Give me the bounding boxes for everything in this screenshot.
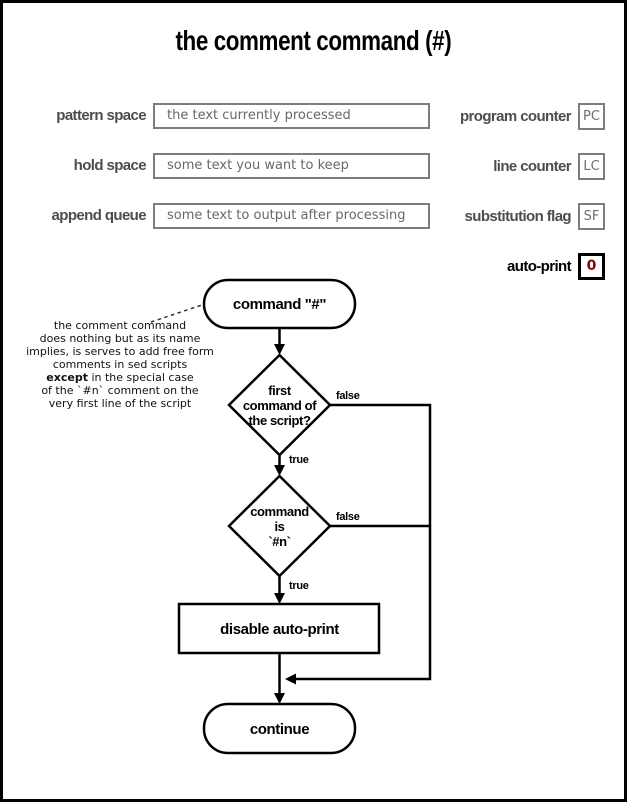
start-node (202, 278, 357, 330)
annotation-bold-word: except (46, 371, 88, 384)
start-node-label: command "#" (233, 296, 326, 313)
annotation-line: comments in sed scripts (52, 358, 188, 371)
annotation-line-rest: in the special case (87, 371, 194, 384)
decision1-line: the script? (248, 413, 311, 428)
arrowhead-down-icon (274, 593, 285, 604)
arrowhead-left-icon (285, 673, 296, 685)
annotation-line-emphasis: except in the special case (17, 371, 223, 384)
annotation-note: the comment command does nothing but as … (17, 319, 223, 410)
line-counter-box: LC (578, 153, 605, 180)
auto-print-box: 0 (578, 253, 605, 280)
end-node (202, 702, 357, 755)
append-queue-label: append queue (51, 207, 147, 224)
annotation-line: of the `#n` comment on the (41, 384, 199, 397)
decision2-line: is (274, 519, 284, 534)
substitution-flag-box: SF (578, 203, 605, 230)
arrowhead-down-icon (274, 465, 285, 476)
annotation-line: the comment command (53, 319, 187, 332)
decision-is-hash-n (227, 474, 332, 578)
decision1-line: command of (243, 398, 317, 413)
process-label: disable auto-print (220, 621, 339, 638)
connector-false-branch (295, 403, 432, 681)
decision2-false-label: false (336, 511, 360, 523)
pattern-space-field: the text currently processed (153, 103, 430, 129)
substitution-flag-label: substitution flag (464, 208, 572, 225)
page-title-text: the comment command (#) (175, 25, 452, 56)
flowchart: command "#" first command of the script?… (150, 278, 432, 755)
page-title: the comment command (#) (3, 25, 624, 57)
decision1-false-label: false (336, 390, 360, 402)
decision2-line: command (250, 504, 309, 519)
arrowhead-down-icon (274, 344, 285, 355)
line-counter-label: line counter (493, 158, 571, 175)
annotation-line: implies, is serves to add free form (26, 345, 214, 358)
end-node-label: continue (250, 721, 309, 738)
arrowhead-down-icon (274, 693, 285, 704)
decision-first-command (227, 353, 332, 457)
program-counter-label: program counter (459, 108, 572, 125)
decision1-line: first (268, 383, 292, 398)
annotation-callout-line (150, 304, 203, 323)
pattern-space-label: pattern space (56, 107, 146, 124)
hold-space-label: hold space (73, 157, 147, 174)
decision1-true-label: true (289, 454, 309, 466)
auto-print-label: auto-print (507, 258, 572, 275)
annotation-line: very first line of the script (48, 397, 192, 410)
append-queue-field: some text to output after processing (153, 203, 430, 229)
annotation-line: does nothing but as its name (39, 332, 201, 345)
hold-space-field: some text you want to keep (153, 153, 430, 179)
decision2-line: `#n` (268, 534, 290, 549)
process-disable-autoprint (177, 602, 381, 655)
program-counter-box: PC (578, 103, 605, 130)
decision2-true-label: true (289, 580, 309, 592)
